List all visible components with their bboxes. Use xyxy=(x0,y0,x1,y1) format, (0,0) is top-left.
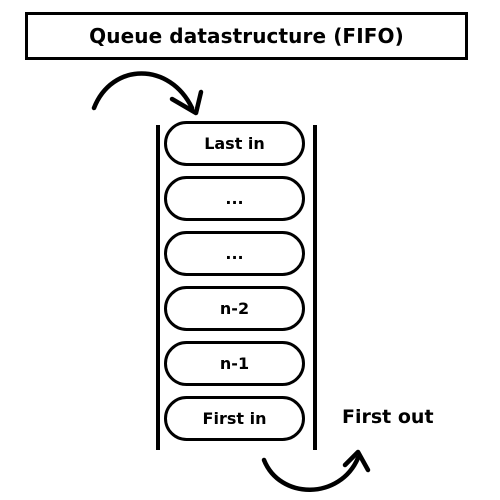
diagram-title: Queue datastructure (FIFO) xyxy=(89,24,404,48)
queue-left-wall xyxy=(156,125,160,450)
title-box: Queue datastructure (FIFO) xyxy=(25,12,468,60)
queue-item-n-2: n-2 xyxy=(164,286,305,331)
queue-item-n-1: n-1 xyxy=(164,341,305,386)
queue-item-ellipsis-2: ... xyxy=(164,231,305,276)
first-out-label: First out xyxy=(342,406,434,428)
queue-item-last-in: Last in xyxy=(164,121,305,166)
queue-item-ellipsis-1: ... xyxy=(164,176,305,221)
queue-item-first-in: First in xyxy=(164,396,305,441)
queue-right-wall xyxy=(313,125,317,450)
